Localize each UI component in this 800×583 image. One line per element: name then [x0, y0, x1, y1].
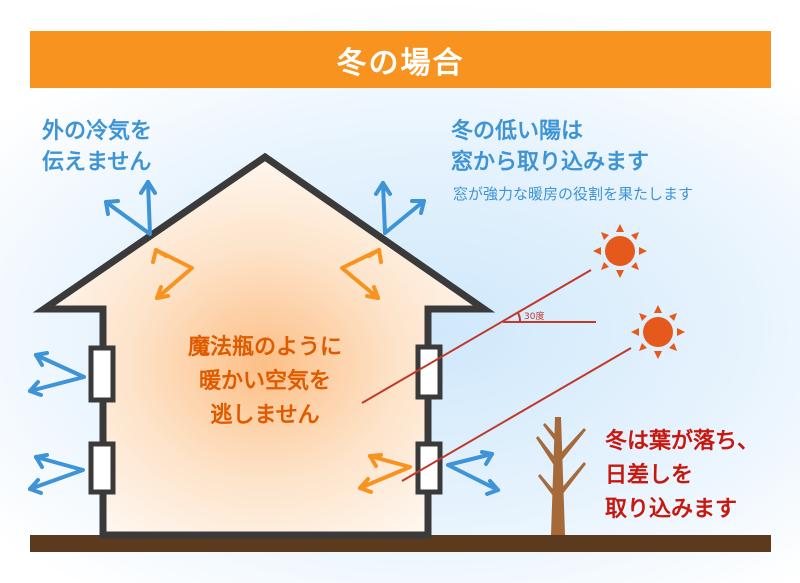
thermos-label-line: 魔法瓶のように [187, 335, 342, 360]
arrow-icon [28, 455, 85, 491]
tree-label: 冬は葉が落ち、 日差しを 取り込みます [605, 425, 759, 527]
arrow-icon [446, 452, 500, 492]
arrow-icon [358, 454, 412, 490]
insulation-label: 外の冷気を 伝えません [42, 116, 152, 178]
thermos-label-line: 逃しません [210, 403, 320, 428]
window-right-lower [415, 441, 443, 495]
window-right-upper [415, 344, 443, 400]
bare-tree-icon [536, 417, 586, 535]
angle-arc [517, 312, 522, 323]
low-sun-label-line: 窓から取り込みます [451, 150, 650, 175]
thermos-label: 魔法瓶のように 暖かい空気を 逃しません [165, 331, 365, 433]
sun-ray-lower [401, 347, 632, 482]
sun-rays [361, 269, 632, 482]
angle-label: 30度 [524, 312, 545, 322]
arrow-icon [28, 353, 86, 393]
cold-air-arrows [28, 180, 500, 496]
tree-label-line: 日差しを [605, 463, 694, 488]
arrow-icon [340, 248, 381, 300]
sun-icon [593, 224, 647, 278]
insulation-label-line: 伝えません [42, 150, 152, 175]
ground [30, 535, 771, 552]
tree-label-line: 冬は葉が落ち、 [605, 429, 760, 454]
low-sun-label: 冬の低い陽は 窓から取り込みます [451, 116, 649, 178]
warm-air-arrows [151, 248, 412, 494]
sun-ray-upper [361, 269, 592, 404]
window-left-lower [88, 441, 116, 495]
sun-icon [631, 305, 685, 359]
low-sun-note: 窓が強力な暖房の役割を果たします [453, 185, 694, 203]
thermos-label-line: 暖かい空気を [198, 369, 331, 394]
page-title: 冬の場合 [336, 45, 465, 81]
arrow-icon [104, 180, 152, 236]
tree-label-line: 取り込みます [605, 497, 738, 522]
window-left-upper [88, 345, 116, 403]
low-sun-label-line: 冬の低い陽は [451, 119, 584, 144]
insulation-label-line: 外の冷気を [42, 119, 153, 144]
arrow-icon [381, 181, 426, 235]
title-bar: 冬の場合 [30, 31, 771, 88]
